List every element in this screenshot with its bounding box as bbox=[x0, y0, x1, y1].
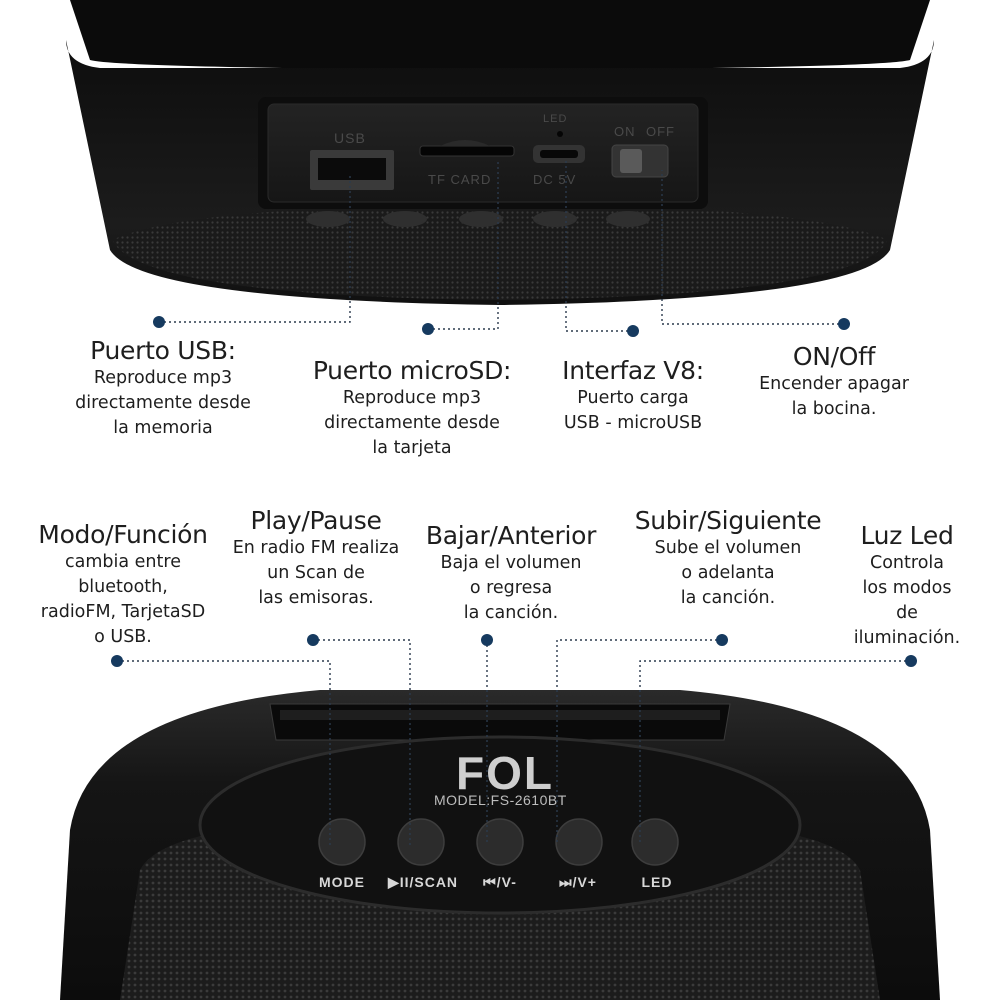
leader-dot-v8 bbox=[627, 325, 639, 337]
usb-port-label: USB bbox=[334, 130, 366, 146]
callout-line: o regresa bbox=[469, 578, 553, 598]
callout-line: Puerto carga bbox=[577, 388, 689, 408]
brand-logo: FOL bbox=[456, 747, 554, 799]
leader-dot-onoff bbox=[838, 318, 850, 330]
leader-dot-play bbox=[307, 634, 319, 646]
top-speaker-image bbox=[66, 0, 934, 305]
top-grill bbox=[112, 205, 888, 300]
leader-dot-mode bbox=[111, 655, 123, 667]
callout-line: la canción. bbox=[680, 588, 776, 608]
dc-5v-label: DC 5V bbox=[533, 172, 577, 187]
callout-line: directamente desde bbox=[324, 413, 500, 433]
bottom-speaker-image bbox=[60, 690, 940, 1000]
callout-line: la memoria bbox=[113, 418, 213, 438]
leader-dot-microsd bbox=[422, 323, 434, 335]
led-button-label: LED bbox=[641, 874, 673, 890]
callout-line: radioFM, TarjetaSD bbox=[40, 602, 206, 622]
callout-line: Baja el volumen bbox=[440, 553, 582, 573]
callout-line: de bbox=[896, 603, 918, 623]
callout-line: Reproduce mp3 bbox=[342, 388, 482, 408]
callout-title: Play/Pause bbox=[250, 506, 382, 535]
callout-title: ON/Off bbox=[792, 342, 876, 371]
callout-v8-interface: Interfaz V8: Puerto carga USB - microUSB bbox=[543, 356, 723, 436]
callout-next: Subir/Siguiente Sube el volumen o adelan… bbox=[630, 506, 826, 611]
callout-line: las emisoras. bbox=[258, 588, 374, 608]
switch-off-label: OFF bbox=[646, 124, 675, 139]
callout-title: Subir/Siguiente bbox=[634, 506, 822, 535]
prev-button-label: ⏮/V- bbox=[483, 874, 517, 890]
leader-dot-usb bbox=[153, 316, 165, 328]
callout-line: En radio FM realiza bbox=[232, 538, 400, 558]
play-pause-button-label: ▶II/SCAN bbox=[387, 874, 459, 890]
callout-line: la tarjeta bbox=[372, 438, 452, 458]
callout-line: Controla bbox=[870, 553, 944, 573]
callout-line: Sube el volumen bbox=[654, 538, 802, 558]
callout-on-off: ON/Off Encender apagar la bocina. bbox=[740, 342, 928, 422]
callout-line: un Scan de bbox=[267, 563, 365, 583]
callout-line: la bocina. bbox=[791, 399, 877, 419]
callout-led: Luz Led Controla los modos de iluminació… bbox=[838, 521, 976, 651]
model-number: MODEL:FS-2610BT bbox=[434, 792, 567, 808]
switch-on-label: ON bbox=[614, 124, 636, 139]
callout-title: Modo/Función bbox=[38, 520, 208, 549]
callout-line: directamente desde bbox=[75, 393, 251, 413]
mode-button-label: MODE bbox=[319, 874, 365, 890]
next-button-label: ⏭/V+ bbox=[558, 874, 597, 890]
callout-mode: Modo/Función cambia entre bluetooth, rad… bbox=[25, 520, 221, 650]
callout-line: la canción. bbox=[463, 603, 559, 623]
callout-title: Interfaz V8: bbox=[562, 356, 704, 385]
callout-line: bluetooth, bbox=[78, 577, 168, 597]
callout-usb-port: Puerto USB: Reproduce mp3 directamente d… bbox=[45, 336, 281, 441]
leader-dot-next bbox=[716, 634, 728, 646]
callout-microsd-port: Puerto microSD: Reproduce mp3 directamen… bbox=[293, 356, 531, 461]
tf-card-label: TF CARD bbox=[428, 172, 492, 187]
callout-title: Puerto microSD: bbox=[312, 356, 512, 385]
callout-line: Encender apagar bbox=[759, 374, 909, 394]
callout-line: o adelanta bbox=[681, 563, 775, 583]
callout-play-pause: Play/Pause En radio FM realiza un Scan d… bbox=[220, 506, 412, 611]
leader-dot-led bbox=[905, 655, 917, 667]
callout-line: cambia entre bbox=[65, 552, 181, 572]
callout-line: iluminación. bbox=[853, 628, 961, 648]
callout-title: Luz Led bbox=[860, 521, 954, 550]
callout-line: los modos bbox=[862, 578, 952, 598]
callout-line: USB - microUSB bbox=[563, 413, 703, 433]
callout-line: o USB. bbox=[94, 627, 152, 647]
leader-dot-prev bbox=[481, 634, 493, 646]
callout-prev: Bajar/Anterior Baja el volumen o regresa… bbox=[418, 521, 604, 626]
callout-line: Reproduce mp3 bbox=[93, 368, 233, 388]
callout-title: Puerto USB: bbox=[90, 336, 236, 365]
led-label: LED bbox=[543, 113, 568, 125]
callout-title: Bajar/Anterior bbox=[425, 521, 597, 550]
